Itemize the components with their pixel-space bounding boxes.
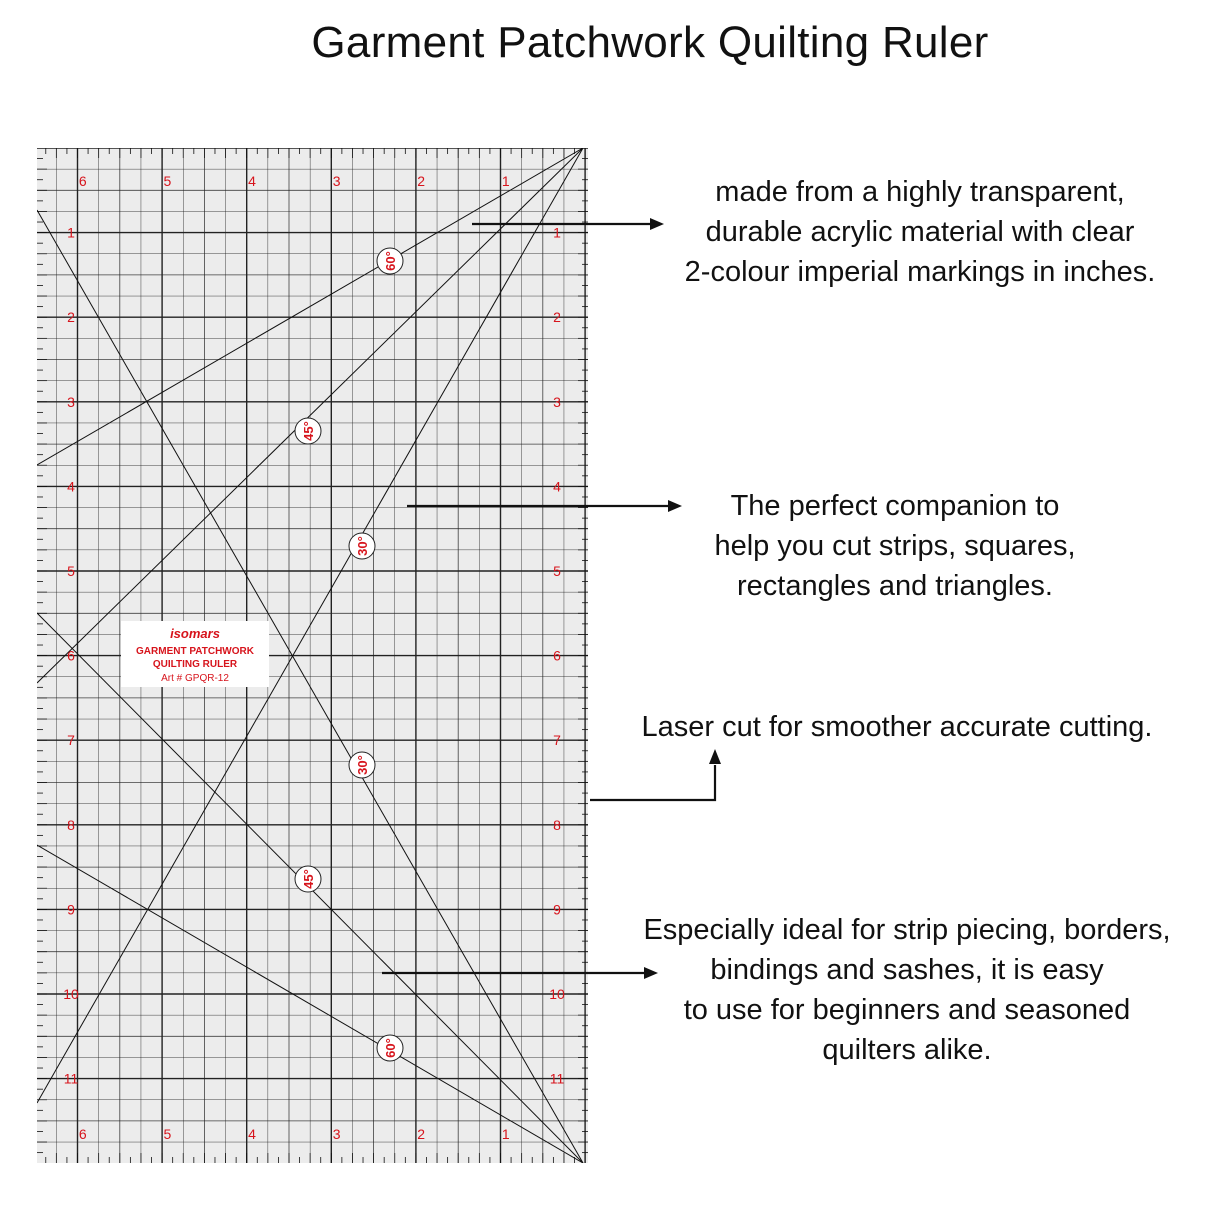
callout-material-line3: 2-colour imperial markings in inches.: [684, 256, 1156, 288]
angle-45-bottom: 45°: [301, 869, 316, 889]
right-number: 7: [553, 732, 561, 748]
left-number: 4: [67, 478, 75, 494]
callout-laser-cut-line1: Laser cut for smoother accurate cutting.: [641, 711, 1153, 743]
angle-60-top: 60°: [383, 251, 398, 271]
angle-30-bottom: 30°: [355, 755, 370, 775]
left-number: 9: [67, 901, 75, 917]
left-number: 6: [67, 648, 75, 664]
right-number: 2: [553, 309, 561, 325]
left-number: 10: [63, 986, 79, 1002]
right-number: 10: [549, 986, 565, 1002]
angle-60-bottom: 60°: [383, 1038, 398, 1058]
top-number: 3: [333, 173, 341, 189]
callout-companion: The perfect companion to help you cut st…: [640, 486, 1150, 606]
callout-strip-piecing: Especially ideal for strip piecing, bord…: [612, 910, 1202, 1070]
top-number: 1: [502, 173, 510, 189]
brand-name: isomars: [170, 626, 220, 641]
left-number: 3: [67, 394, 75, 410]
right-number: 9: [553, 901, 561, 917]
article-number: Art # GPQR-12: [161, 673, 229, 684]
bottom-number: 4: [248, 1126, 256, 1142]
product-name-line1: GARMENT PATCHWORK: [136, 646, 255, 657]
bottom-number: 6: [79, 1126, 87, 1142]
bottom-number: 1: [502, 1126, 510, 1142]
callout-material: made from a highly transparent, durable …: [640, 172, 1200, 292]
page-title: Garment Patchwork Quilting Ruler: [311, 18, 989, 67]
right-number: 3: [553, 394, 561, 410]
callout-laser-cut: Laser cut for smoother accurate cutting.: [612, 707, 1182, 747]
right-number: 1: [553, 225, 561, 241]
label-background: [121, 621, 269, 687]
callout-material-line2: durable acrylic material with clear: [705, 216, 1135, 248]
callout-material-line1: made from a highly transparent,: [715, 176, 1125, 208]
left-number: 11: [64, 1071, 79, 1087]
right-number: 11: [550, 1071, 565, 1087]
angle-45-top: 45°: [301, 421, 316, 441]
left-number: 5: [67, 563, 75, 579]
callout-strip-piecing-line3: to use for beginners and seasoned: [683, 994, 1131, 1026]
top-number: 5: [164, 173, 172, 189]
left-number: 8: [67, 817, 75, 833]
bottom-number: 5: [164, 1126, 172, 1142]
right-number: 4: [553, 478, 561, 494]
angle-30-top: 30°: [355, 536, 370, 556]
callout-companion-line2: help you cut strips, squares,: [714, 530, 1076, 562]
left-number: 7: [67, 732, 75, 748]
top-number: 2: [417, 173, 425, 189]
arrow-laser-cut-head: [709, 749, 721, 764]
angle-badges: 60° 45° 30° 30° 45° 60°: [294, 247, 404, 1062]
right-number: 5: [553, 563, 561, 579]
callout-strip-piecing-line1: Especially ideal for strip piecing, bord…: [643, 914, 1171, 946]
top-number: 4: [248, 173, 256, 189]
right-number: 6: [553, 648, 561, 664]
callout-companion-line3: rectangles and triangles.: [737, 570, 1053, 602]
callout-strip-piecing-line2: bindings and sashes, it is easy: [710, 954, 1104, 986]
callout-strip-piecing-line4: quilters alike.: [822, 1034, 992, 1066]
callout-companion-line1: The perfect companion to: [730, 490, 1060, 522]
bottom-number: 2: [417, 1126, 425, 1142]
ruler-label-box: isomars GARMENT PATCHWORK QUILTING RULER…: [121, 621, 269, 687]
bottom-number: 3: [333, 1126, 341, 1142]
right-number: 8: [553, 817, 561, 833]
arrow-laser-cut: [590, 765, 717, 802]
top-number: 6: [79, 173, 87, 189]
left-number: 2: [67, 309, 75, 325]
product-name-line2: QUILTING RULER: [153, 659, 238, 670]
left-number: 1: [67, 225, 75, 241]
